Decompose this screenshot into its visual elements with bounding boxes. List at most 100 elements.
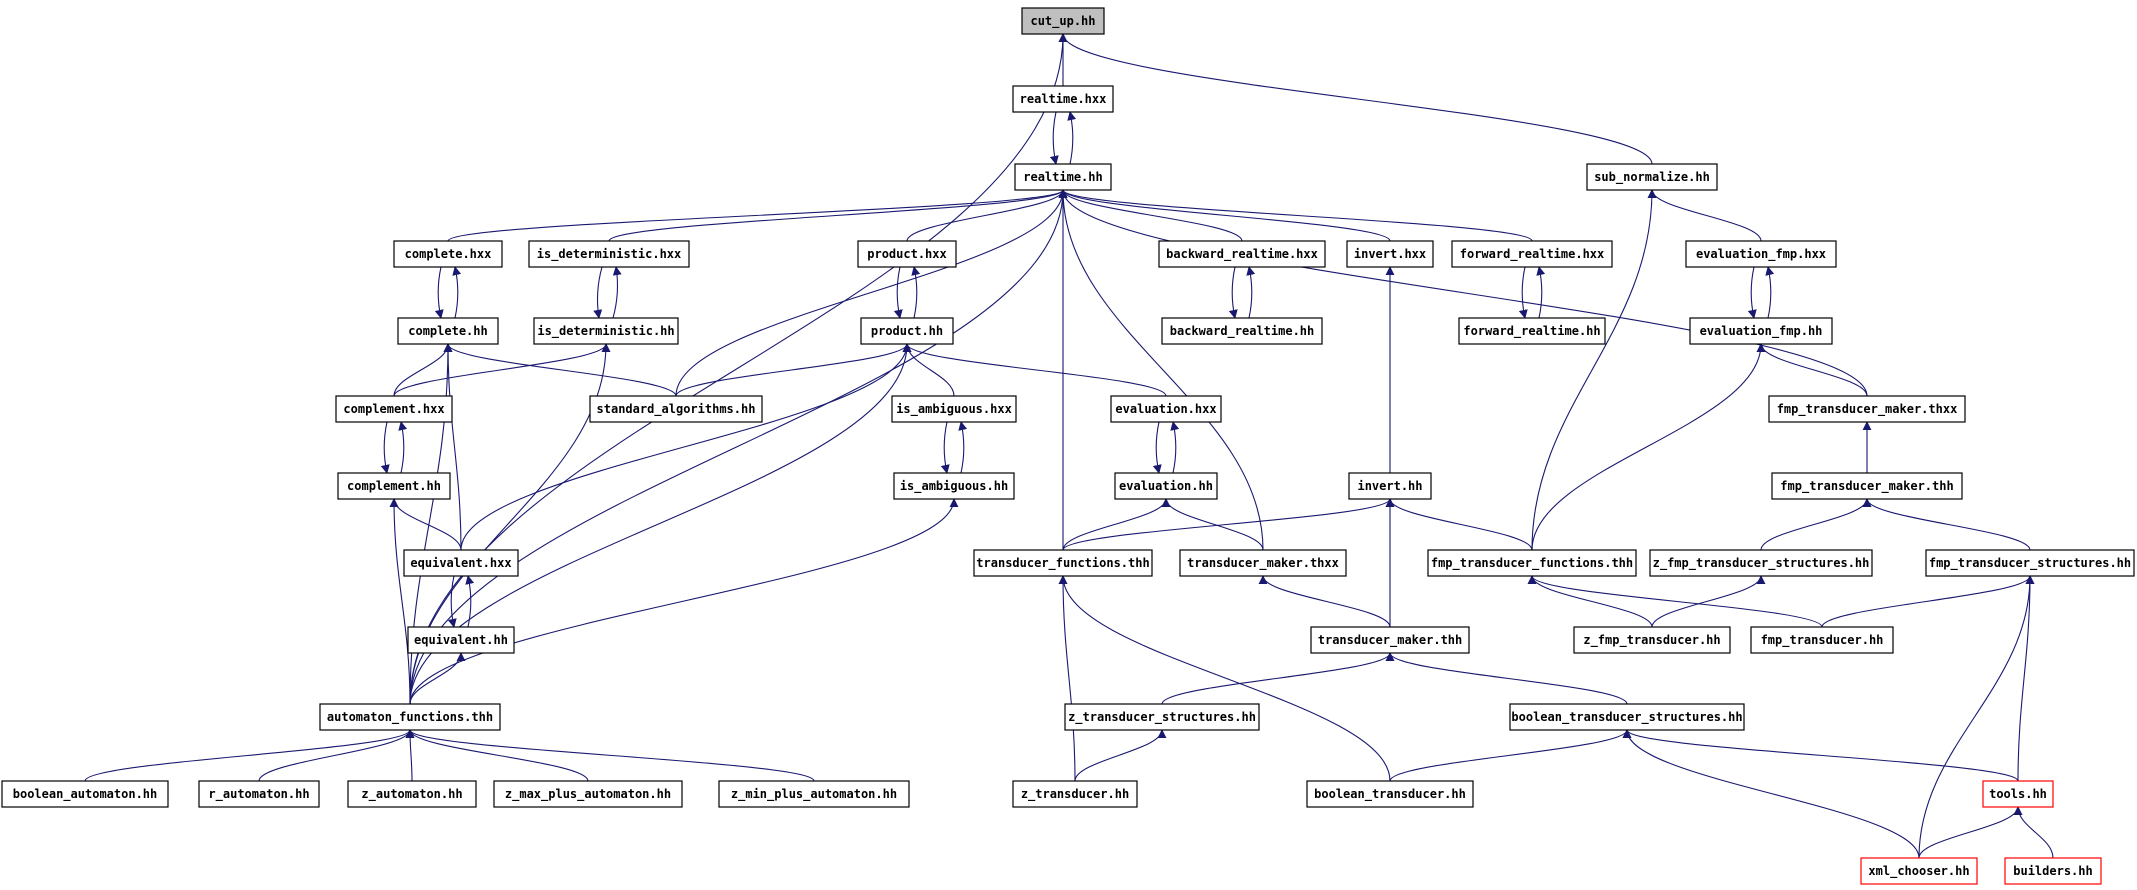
- node-evaluation-fmp-hxx[interactable]: evaluation_fmp.hxx: [1685, 240, 1837, 268]
- node-realtime-hxx[interactable]: realtime.hxx: [1012, 85, 1114, 113]
- node-fmp-transducer-structures-hh[interactable]: fmp_transducer_structures.hh: [1925, 549, 2135, 577]
- node-forward-realtime-hh[interactable]: forward_realtime.hh: [1458, 317, 1606, 345]
- edge-backward_realtime_hh-to-backward_realtime_hxx: [1246, 266, 1256, 319]
- node-box: [718, 780, 910, 808]
- node-label: transducer_maker.thxx: [1187, 556, 1339, 571]
- node-box: [1014, 163, 1112, 191]
- node-z-automaton-hh[interactable]: z_automaton.hh: [347, 780, 477, 808]
- edge-boolean_transducer_structures_hh-to-transducer_maker_thh: [1385, 652, 1628, 705]
- node-evaluation-hxx[interactable]: evaluation.hxx: [1110, 395, 1222, 423]
- edge-line: [460, 343, 912, 551]
- node-box: [1, 780, 169, 808]
- edge-line: [902, 343, 955, 397]
- edge-line: [940, 421, 950, 474]
- edge-fmp_transducer_maker_thxx-to-evaluation_fmp_hh: [1756, 343, 1868, 397]
- node-box: [1586, 163, 1718, 191]
- node-z-transducer-structures-hh[interactable]: z_transducer_structures.hh: [1064, 703, 1260, 731]
- node-invert-hh[interactable]: invert.hh: [1348, 472, 1432, 500]
- node-label: product.hh: [871, 324, 943, 338]
- node-z-fmp-transducer-structures-hh[interactable]: z_fmp_transducer_structures.hh: [1649, 549, 1873, 577]
- node-evaluation-hh[interactable]: evaluation.hh: [1114, 472, 1218, 500]
- node-fmp-transducer-maker-thh[interactable]: fmp_transducer_maker.thh: [1771, 472, 1963, 500]
- node-fmp-transducer-maker-thxx[interactable]: fmp_transducer_maker.thxx: [1768, 395, 1966, 423]
- node-boolean-transducer-hh[interactable]: boolean_transducer.hh: [1306, 780, 1474, 808]
- node-backward-realtime-hxx[interactable]: backward_realtime.hxx: [1158, 240, 1326, 268]
- node-product-hh[interactable]: product.hh: [860, 317, 954, 345]
- node-box: [1509, 703, 1745, 731]
- edge-line: [1622, 729, 2019, 782]
- node-equivalent-hh[interactable]: equivalent.hh: [407, 626, 515, 654]
- edge-z_max_plus_automaton_hh-to-automaton_functions_thh: [405, 729, 589, 782]
- node-complete-hh[interactable]: complete.hh: [397, 317, 499, 345]
- node-backward-realtime-hh[interactable]: backward_realtime.hh: [1161, 317, 1323, 345]
- node-is-ambiguous-hh[interactable]: is_ambiguous.hh: [893, 472, 1015, 500]
- node-box: [1012, 85, 1114, 113]
- edge-line: [398, 421, 408, 474]
- node-forward-realtime-hxx[interactable]: forward_realtime.hxx: [1451, 240, 1613, 268]
- edge-line: [1765, 266, 1775, 319]
- edge-line: [608, 189, 1068, 242]
- edge-line: [84, 729, 415, 782]
- node-evaluation-fmp-hh[interactable]: evaluation_fmp.hh: [1689, 317, 1833, 345]
- node-box: [335, 395, 453, 423]
- edge-complement_hh-to-complement_hxx: [398, 421, 408, 474]
- node-automaton-functions-thh[interactable]: automaton_functions.thh: [319, 703, 501, 731]
- node-realtime-hh[interactable]: realtime.hh: [1014, 163, 1112, 191]
- node-z-max-plus-automaton-hh[interactable]: z_max_plus_automaton.hh: [493, 780, 683, 808]
- node-r-automaton-hh[interactable]: r_automaton.hh: [198, 780, 320, 808]
- edge-is_ambiguous_hxx-to-is_ambiguous_hh: [940, 421, 950, 474]
- node-label: equivalent.hh: [414, 633, 508, 647]
- node-builders-hh[interactable]: builders.hh: [2004, 857, 2102, 885]
- edge-line: [1756, 343, 1868, 397]
- node-label: z_fmp_transducer.hh: [1583, 633, 1720, 648]
- node-is-deterministic-hh[interactable]: is_deterministic.hh: [533, 317, 679, 345]
- node-box: [1458, 317, 1606, 345]
- edge-line: [1058, 575, 1076, 782]
- edge-evaluation_fmp_hh-to-evaluation_fmp_hxx: [1765, 266, 1775, 319]
- node-box: [198, 780, 320, 808]
- node-complement-hh[interactable]: complement.hh: [337, 472, 451, 500]
- node-label: xml_chooser.hh: [1868, 864, 1969, 879]
- edge-line: [409, 652, 466, 705]
- node-transducer-maker-thh[interactable]: transducer_maker.thh: [1310, 626, 1470, 654]
- node-standard-algorithms-hh[interactable]: standard_algorithms.hh: [589, 395, 763, 423]
- edge-line: [675, 189, 1068, 397]
- node-tools-hh[interactable]: tools.hh: [1982, 780, 2054, 808]
- node-cut-up-hh[interactable]: cut_up.hh: [1021, 7, 1105, 35]
- node-boolean-transducer-structures-hh[interactable]: boolean_transducer_structures.hh: [1509, 703, 1745, 731]
- node-box: [1771, 472, 1963, 500]
- node-z-fmp-transducer-hh[interactable]: z_fmp_transducer.hh: [1573, 626, 1731, 654]
- node-label: evaluation.hh: [1119, 479, 1213, 493]
- edge-fmp_transducer_hh-to-fmp_transducer_structures_hh: [1821, 575, 2035, 628]
- edge-forward_realtime_hxx-to-forward_realtime_hh: [1518, 266, 1528, 319]
- node-product-hxx[interactable]: product.hxx: [857, 240, 957, 268]
- edge-boolean_automaton_hh-to-automaton_functions_thh: [84, 729, 415, 782]
- node-xml-chooser-hh[interactable]: xml_chooser.hh: [1860, 857, 1978, 885]
- edge-line: [1074, 729, 1167, 782]
- node-label: is_ambiguous.hh: [900, 479, 1008, 494]
- node-box: [1451, 240, 1613, 268]
- node-label: complement.hh: [347, 479, 441, 493]
- edge-line: [380, 421, 390, 474]
- node-is-ambiguous-hxx[interactable]: is_ambiguous.hxx: [891, 395, 1017, 423]
- edge-xml_chooser_hh-to-tools_hh: [1918, 806, 2023, 859]
- node-transducer-functions-thh[interactable]: transducer_functions.thh: [973, 549, 1153, 577]
- node-boolean-automaton-hh[interactable]: boolean_automaton.hh: [1, 780, 169, 808]
- node-fmp-transducer-functions-thh[interactable]: fmp_transducer_functions.thh: [1427, 549, 1637, 577]
- node-is-deterministic-hxx[interactable]: is_deterministic.hxx: [528, 240, 690, 268]
- edge-line: [465, 575, 475, 628]
- node-fmp-transducer-hh[interactable]: fmp_transducer.hh: [1750, 626, 1894, 654]
- node-transducer-maker-thxx[interactable]: transducer_maker.thxx: [1179, 549, 1347, 577]
- node-complement-hxx[interactable]: complement.hxx: [335, 395, 453, 423]
- node-z-min-plus-automaton-hh[interactable]: z_min_plus_automaton.hh: [718, 780, 910, 808]
- node-complete-hxx[interactable]: complete.hxx: [393, 240, 503, 268]
- edge-z_transducer_structures_hh-to-transducer_maker_thh: [1161, 652, 1395, 705]
- node-sub-normalize-hh[interactable]: sub_normalize.hh: [1586, 163, 1718, 191]
- edge-z_fmp_transducer_hh-to-fmp_transducer_functions_thh: [1527, 575, 1653, 628]
- node-equivalent-hxx[interactable]: equivalent.hxx: [403, 549, 519, 577]
- node-box: [891, 395, 1017, 423]
- node-z-transducer-hh[interactable]: z_transducer.hh: [1012, 780, 1138, 808]
- node-invert-hxx[interactable]: invert.hxx: [1346, 240, 1434, 268]
- edge-line: [1170, 421, 1180, 474]
